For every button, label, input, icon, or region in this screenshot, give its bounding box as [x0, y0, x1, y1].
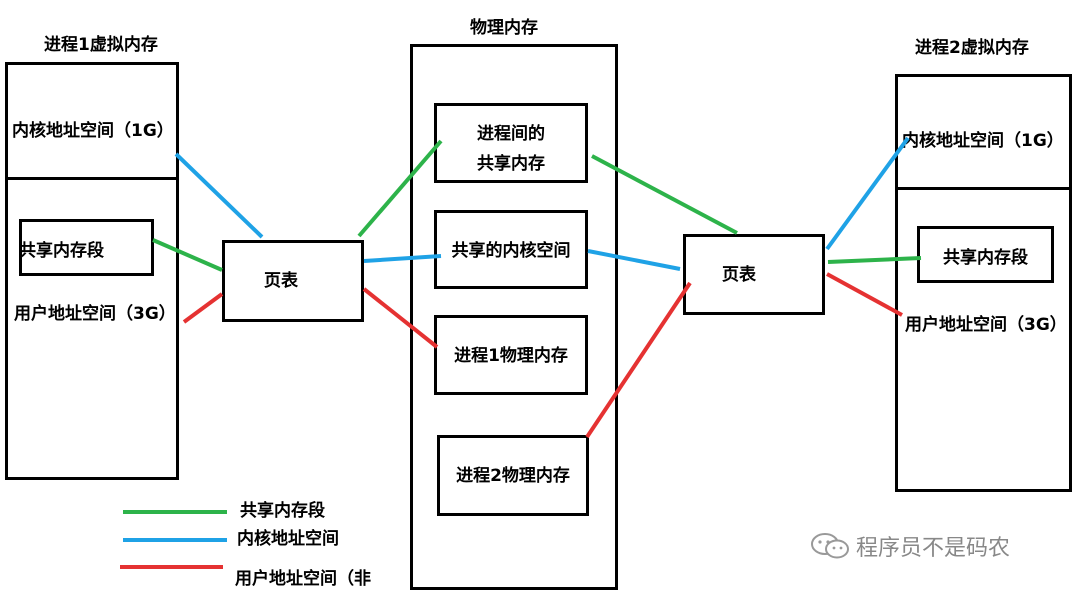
proc1-virtual-memory	[5, 62, 179, 480]
legend-label-shared: 共享内存段	[240, 501, 325, 521]
proc2-shared-segment-box	[917, 226, 1054, 283]
line-shared-kernel-to-pt2	[587, 249, 681, 271]
line-p1-user-to-pagetable	[182, 292, 224, 324]
line-pt1-to-proc1-phys	[362, 287, 439, 349]
page-table-left-label: 页表	[264, 271, 298, 291]
page-table-right	[683, 234, 825, 315]
proc2-title: 进程2虚拟内存	[915, 38, 1029, 58]
ipc-shared-memory-label-1: 进程间的	[477, 124, 545, 144]
ipc-shared-memory-label-2: 共享内存	[477, 154, 545, 174]
proc1-physical-memory-label: 进程1物理内存	[454, 346, 568, 366]
proc2-physical-memory-label: 进程2物理内存	[456, 466, 570, 486]
legend-label-user: 用户地址空间（非	[235, 569, 371, 589]
line-pt1-to-ipc-shared	[357, 139, 443, 238]
proc1-title: 进程1虚拟内存	[44, 35, 158, 55]
ipc-shared-memory-box	[434, 103, 588, 183]
proc1-divider	[5, 177, 179, 180]
physical-memory	[410, 44, 618, 590]
wechat-icon	[811, 533, 849, 559]
line-pt2-to-p2-user	[826, 272, 903, 317]
page-table-left	[222, 240, 364, 322]
proc1-shared-segment-label: 共享内存段	[19, 241, 104, 261]
proc1-user-space-label: 用户地址空间（3G）	[14, 304, 176, 324]
proc2-user-space-label: 用户地址空间（3G）	[905, 315, 1067, 335]
shared-kernel-space-box	[434, 210, 588, 289]
line-pt2-to-p2-shared	[827, 256, 922, 264]
line-pt2-to-p2-kernel	[825, 136, 910, 251]
proc2-virtual-memory	[895, 74, 1072, 492]
proc2-shared-segment-label: 共享内存段	[943, 248, 1028, 268]
line-p1-shared-to-pagetable	[152, 238, 223, 272]
proc1-shared-segment-box	[19, 219, 154, 276]
shared-kernel-space-label: 共享的内核空间	[451, 241, 571, 261]
watermark-text: 程序员不是码农	[856, 536, 1011, 561]
watermark: 程序员不是码农	[810, 530, 1010, 562]
line-proc2-phys-to-pt2	[585, 281, 692, 439]
line-ipc-shared-to-pt2	[591, 154, 738, 235]
proc2-divider	[895, 187, 1072, 190]
proc2-physical-memory-box	[437, 435, 589, 516]
proc1-physical-memory-box	[434, 315, 588, 395]
line-p1-kernel-to-pagetable	[174, 152, 264, 239]
proc1-kernel-space-label: 内核地址空间（1G）	[12, 121, 174, 141]
line-pt1-to-shared-kernel	[363, 254, 442, 263]
physical-memory-title: 物理内存	[470, 18, 538, 38]
legend-label-kernel: 内核地址空间	[237, 529, 339, 549]
proc2-kernel-space-label: 内核地址空间（1G）	[902, 131, 1064, 151]
page-table-right-label: 页表	[722, 265, 756, 285]
